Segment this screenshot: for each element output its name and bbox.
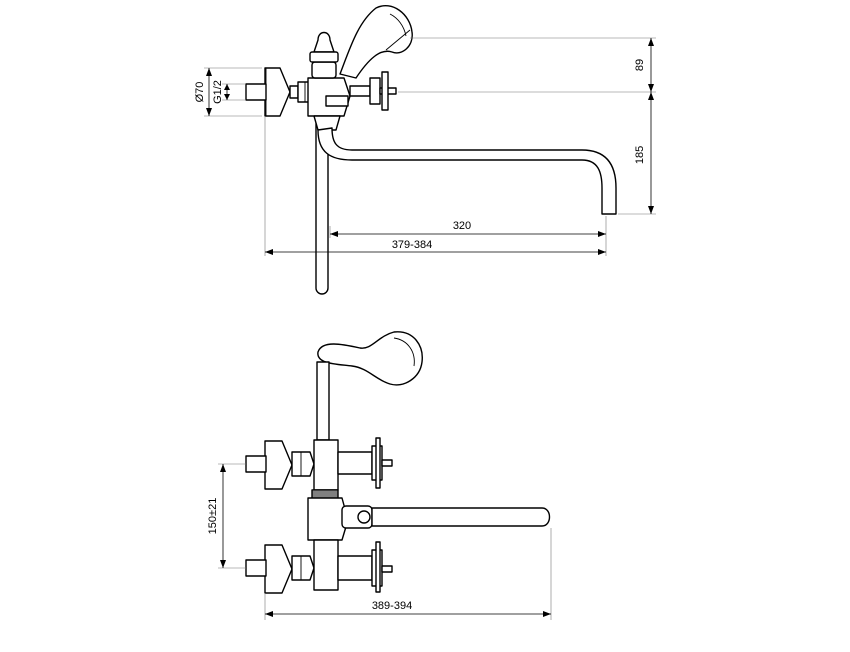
dim-label-150: 150±21: [207, 498, 219, 535]
diverter-handle: [349, 71, 397, 111]
dim-label-diameter-70: Ø70: [194, 82, 206, 103]
dim-label-320: 320: [453, 220, 471, 232]
spout-front: [371, 507, 551, 527]
handshower: [339, 5, 413, 79]
mixer-body: [307, 31, 351, 131]
lower-flange: [245, 539, 339, 594]
dimension-320: 320: [330, 220, 606, 237]
front-view: 150±21 389-394: [207, 331, 552, 620]
dimension-89: 89: [634, 38, 654, 92]
swivel-spout: [317, 127, 617, 215]
riser-front: [316, 361, 330, 441]
dimension-389-394: 389-394: [265, 600, 551, 617]
dimension-g-1-2: G1/2: [212, 80, 230, 104]
upper-handle: [337, 437, 393, 489]
dimension-379-384: 379-384: [265, 239, 606, 255]
upper-flange: [245, 439, 339, 491]
dim-label-389-394: 389-394: [372, 600, 412, 612]
dim-label-379-384: 379-384: [392, 239, 432, 251]
dimension-diameter-70: Ø70: [194, 68, 212, 116]
dimension-185: 185: [634, 92, 654, 214]
wall-flange: [245, 67, 291, 117]
side-view: 89 185 320 379-384 Ø70: [194, 5, 656, 295]
dim-label-185: 185: [634, 146, 646, 164]
handshower-front: [317, 331, 423, 386]
central-body: [307, 489, 373, 541]
dim-label-89: 89: [634, 59, 646, 71]
dim-label-g-1-2: G1/2: [212, 80, 224, 104]
dimension-150: 150±21: [207, 464, 226, 568]
lower-handle: [337, 541, 393, 593]
